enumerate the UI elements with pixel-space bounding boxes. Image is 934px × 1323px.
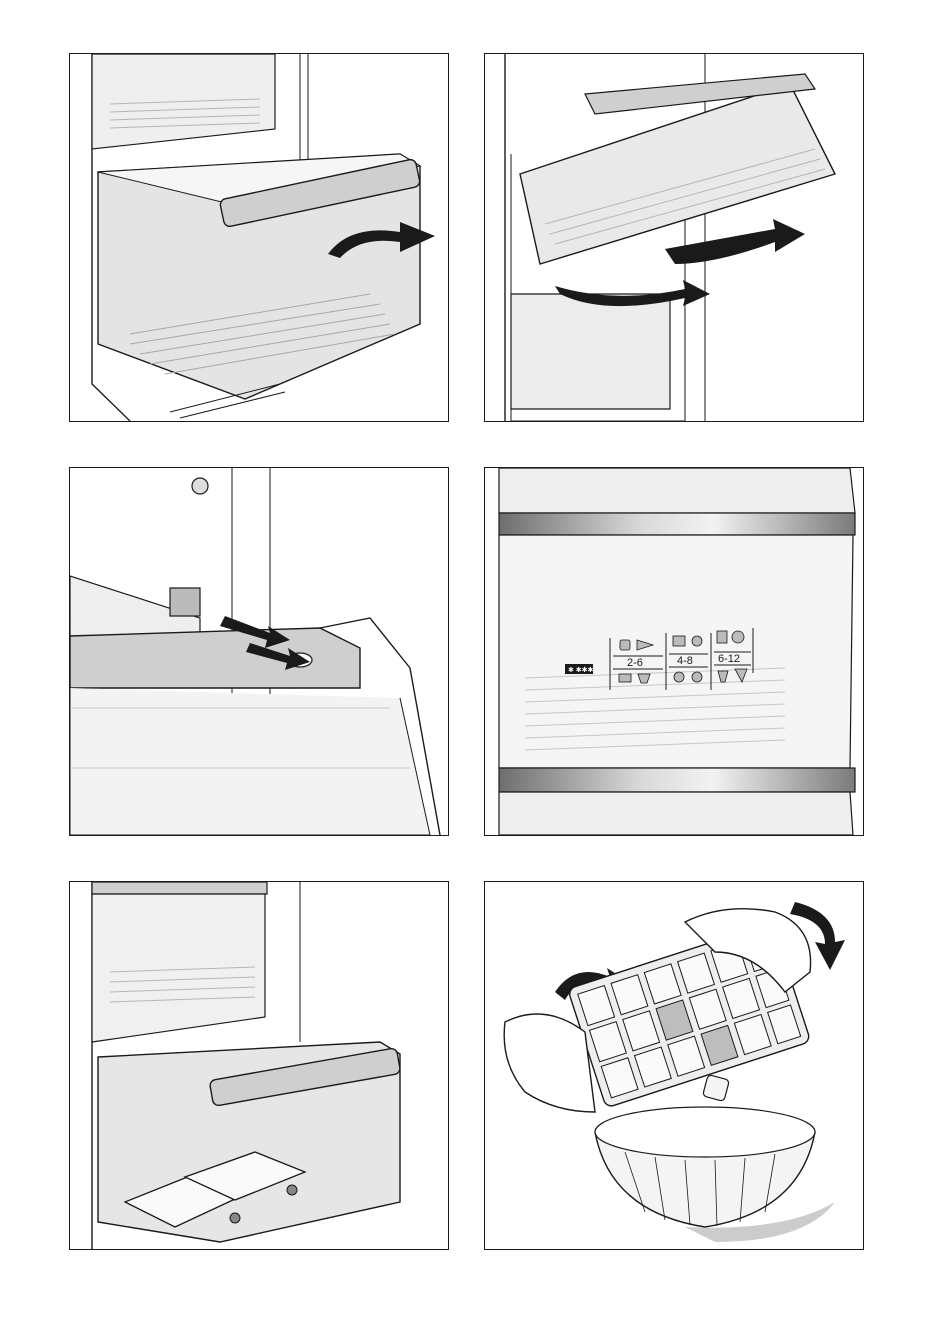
- food-icon-bread: [692, 672, 702, 682]
- drawer-removal-drawing: [70, 54, 448, 421]
- illustration-ice-packs-in-drawer: [69, 881, 449, 1250]
- illustration-freezer-drawer-labels: ✱ ✱✱✱ 2-6 4-8: [484, 467, 864, 836]
- star-badge: ✱ ✱✱✱: [568, 666, 594, 674]
- ice-cube-1: [703, 1075, 730, 1102]
- food-icon-vegetable: [717, 631, 727, 643]
- food-icon-poultry: [692, 636, 702, 646]
- freezer-range-6-12: 6-12: [718, 653, 740, 665]
- freezer-drawer-drawing: ✱ ✱✱✱ 2-6 4-8: [485, 468, 863, 835]
- illustration-drawer-removal: [69, 53, 449, 422]
- freezer-range-4-8: 4-8: [677, 655, 693, 667]
- food-icon-cheese: [619, 674, 631, 682]
- illustration-drawer-rail-detail: [69, 467, 449, 836]
- ice-packs-drawing: [70, 882, 448, 1249]
- food-icon-sausage: [620, 640, 630, 650]
- illustration-shelf-removal: [484, 53, 864, 422]
- food-icon-game: [674, 672, 684, 682]
- rail-detail-drawing: [70, 468, 448, 835]
- freezer-range-2-6: 2-6: [627, 657, 643, 669]
- ice-tray-drawing: [485, 882, 863, 1249]
- food-icon-fruit: [732, 631, 744, 643]
- illustration-ice-cube-tray: [484, 881, 864, 1250]
- food-icon-meat: [673, 636, 685, 646]
- shelf-removal-drawing: [485, 54, 863, 421]
